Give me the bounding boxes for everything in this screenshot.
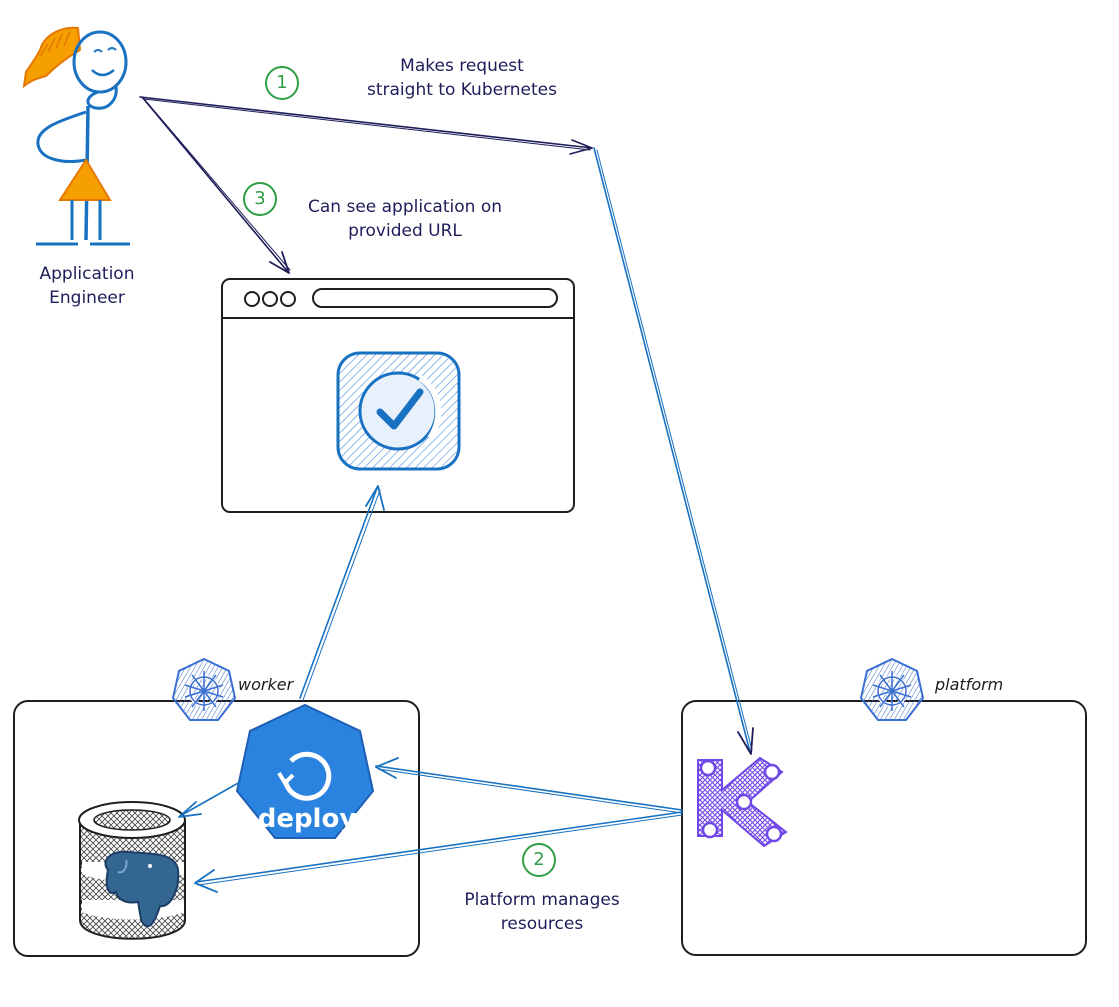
- arrow-engineer-to-browser: [141, 96, 289, 273]
- step-1-line2: straight to Kubernetes: [367, 80, 557, 100]
- deploy-icon: deploy: [235, 703, 375, 839]
- arrows: [139, 96, 754, 893]
- window-dot-3: [280, 291, 296, 307]
- step-1-label: Makes request straight to Kubernetes: [346, 54, 578, 102]
- step-2-badge: 2: [522, 843, 556, 877]
- arrow-platform-to-database: [195, 811, 683, 883]
- kubernetes-icon-worker: [171, 657, 237, 721]
- platform-cluster-label: platform: [935, 675, 1004, 694]
- postgres-database-icon: [78, 801, 186, 940]
- actor-label-line1: Application: [39, 264, 135, 284]
- step-3-line2: provided URL: [348, 221, 462, 241]
- kratix-logo-icon: [697, 756, 788, 848]
- actor-label: Application Engineer: [20, 262, 154, 310]
- step-1-line1: Makes request: [400, 56, 524, 76]
- step-2-line2: resources: [500, 914, 584, 934]
- arrow-platform-to-deploy: [375, 765, 683, 811]
- step-3-badge: 3: [243, 182, 277, 216]
- arrow-deploy-to-browser: [299, 487, 378, 699]
- step-3-line1: Can see application on: [308, 197, 502, 217]
- worker-cluster-label: worker: [238, 675, 294, 694]
- actor-label-line2: Engineer: [49, 288, 125, 308]
- step-1-badge: 1: [265, 66, 299, 100]
- deploy-label: deploy: [258, 804, 357, 834]
- address-bar: [312, 288, 558, 308]
- step-2-number: 2: [533, 849, 545, 870]
- arrow-request-to-kubernetes: [139, 96, 593, 149]
- window-dot-2: [262, 291, 278, 307]
- kubernetes-icon-platform: [859, 657, 925, 721]
- application-engineer-figure: [22, 26, 130, 246]
- step-3-number: 3: [254, 188, 266, 209]
- step-1-number: 1: [276, 72, 288, 93]
- window-dot-1: [244, 291, 260, 307]
- step-2-line1: Platform manages: [464, 890, 620, 910]
- step-2-label: Platform manages resources: [452, 888, 632, 936]
- app-check-icon: [336, 351, 461, 471]
- browser-window: [221, 278, 575, 513]
- arrow-deploy-to-database: [179, 781, 241, 817]
- step-3-label: Can see application on provided URL: [284, 195, 526, 243]
